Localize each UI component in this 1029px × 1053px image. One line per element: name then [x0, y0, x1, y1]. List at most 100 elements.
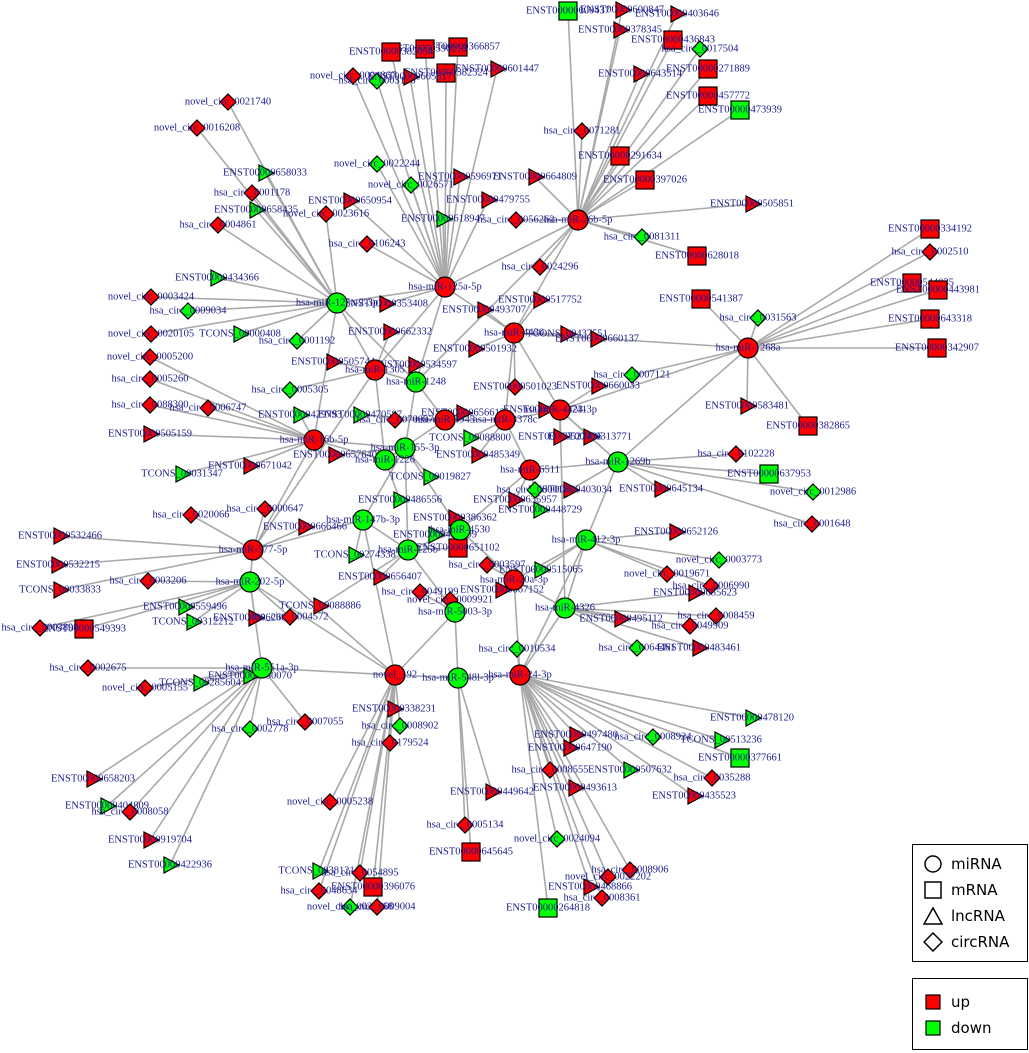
network-edge: [617, 461, 814, 493]
circrna-node: [317, 205, 335, 223]
network-edge: [362, 519, 396, 676]
network-edge: [444, 219, 579, 288]
red-square-icon: [925, 994, 941, 1010]
node-label: hsa-miR-26b-5p: [544, 214, 613, 225]
circrna-node: [703, 769, 721, 787]
node-label: ENST00000656407: [338, 571, 422, 582]
network-edge: [559, 347, 749, 411]
mrna-node: [610, 146, 630, 166]
node-label: hsa-miR-4430: [484, 327, 544, 338]
lncrna-node: [313, 597, 331, 615]
node-label: ENST00000350070: [208, 670, 292, 681]
lncrna-node: [328, 446, 346, 464]
legend-node-type: miRNA mRNA lncRNA circRNA: [912, 844, 1028, 962]
lncrna-node: [423, 468, 441, 486]
circrna-node: [623, 366, 641, 384]
circrna-node: [139, 572, 157, 590]
node-label: ENST00000486556: [358, 494, 442, 505]
node-label: ENST00000647190: [528, 742, 612, 753]
mrna-node: [448, 37, 468, 57]
network-edge: [362, 447, 406, 521]
mirna-node: [239, 571, 261, 593]
mirna-node: [567, 209, 589, 231]
node-label: TCONS_00019827: [389, 471, 471, 482]
network-edge: [444, 176, 461, 288]
lncrna-node: [343, 192, 361, 210]
legend-item-down: down: [923, 1017, 991, 1039]
lncrna-node: [463, 429, 481, 447]
node-label: ENST00000643318: [888, 313, 972, 324]
circrna-node: [288, 332, 306, 350]
network-edge: [519, 674, 571, 749]
network-edge: [617, 347, 749, 463]
mrna-node: [663, 30, 683, 50]
lncrna-node: [193, 674, 211, 692]
lncrna-node: [298, 518, 316, 536]
network-edge: [519, 674, 591, 888]
node-label: ENST00000434366: [175, 272, 259, 283]
network-edge: [519, 674, 576, 789]
node-label: TCONS_00031347: [141, 468, 223, 479]
node-label: hsa_circ_0008058: [92, 806, 169, 817]
circrna-node: [136, 679, 154, 697]
mrna-node: [730, 100, 750, 120]
node-label: hsa-miR-1269b: [585, 456, 650, 467]
node-label: ENST00000382054: [349, 46, 434, 57]
network-edge: [252, 519, 364, 551]
node-label: hsa_circ_0002675: [50, 662, 127, 673]
network-edge: [504, 332, 515, 421]
mirna-node: [364, 359, 386, 381]
node-label: hsa_circ_0017504: [662, 43, 740, 54]
lncrna-node: [175, 465, 193, 483]
circrna-node: [402, 176, 420, 194]
mrna-node: [759, 464, 779, 484]
network-edge: [519, 539, 587, 676]
node-label: hsa_circ_0001648: [774, 518, 851, 529]
network-edge: [150, 302, 338, 335]
node-label: novel_circ_0022244: [334, 158, 421, 169]
node-label: hsa-miR-20a-3p: [480, 574, 548, 585]
node-label: TCONS_00381211: [278, 865, 359, 876]
node-label: novel_circ_0023616: [283, 208, 369, 219]
node-label: novel_circ_0021068: [307, 901, 393, 912]
node-label: hsa_circ_0049909: [652, 620, 729, 631]
node-label: ENST00000596971: [418, 171, 502, 182]
mirna-node: [519, 459, 541, 481]
node-label: hsa_circ_0009004: [339, 901, 417, 912]
network-edge: [577, 9, 623, 221]
lncrna-node: [508, 491, 526, 509]
mirna-node: [444, 601, 466, 623]
network-edge: [252, 369, 376, 551]
network-edge: [59, 535, 254, 551]
network-edge: [617, 453, 737, 463]
node-label: ENST00000497480: [534, 729, 618, 740]
node-label: ENST00000313771: [548, 431, 632, 442]
lncrna-node: [51, 556, 69, 574]
node-label: hsa_circ_0008906: [592, 864, 669, 875]
node-label: hsa_circ_0179524: [352, 737, 430, 748]
node-label: hsa-miR-155-3p: [371, 442, 440, 453]
node-label: hsa_circ_0003898: [2, 622, 79, 633]
node-label: ENST00000600847: [580, 4, 664, 15]
node-label: ENST00000517752: [498, 294, 582, 305]
network-edge: [519, 674, 695, 797]
node-label: hsa_circ_0081311: [604, 231, 681, 242]
node-label: hsa-miR-202-5p: [216, 576, 285, 587]
circrna-node: [321, 793, 339, 811]
network-edge: [289, 369, 376, 391]
network-edge: [376, 163, 446, 288]
circrna-node: [31, 619, 49, 637]
node-label: hsa_circ_0009034: [150, 305, 228, 316]
node-label: ENST00000422936: [128, 859, 212, 870]
lncrna-node: [353, 406, 371, 424]
network-edge: [217, 224, 338, 304]
network-edge: [577, 109, 741, 221]
circrna-node: [358, 235, 376, 253]
node-label: hsa-miR-551a-3p: [225, 662, 299, 673]
network-edge: [577, 95, 709, 221]
network-edge: [184, 581, 251, 608]
mrna-node: [691, 289, 711, 309]
circrna-node: [628, 639, 646, 657]
circrna-node: [351, 864, 369, 882]
mirna-node: [503, 322, 525, 344]
